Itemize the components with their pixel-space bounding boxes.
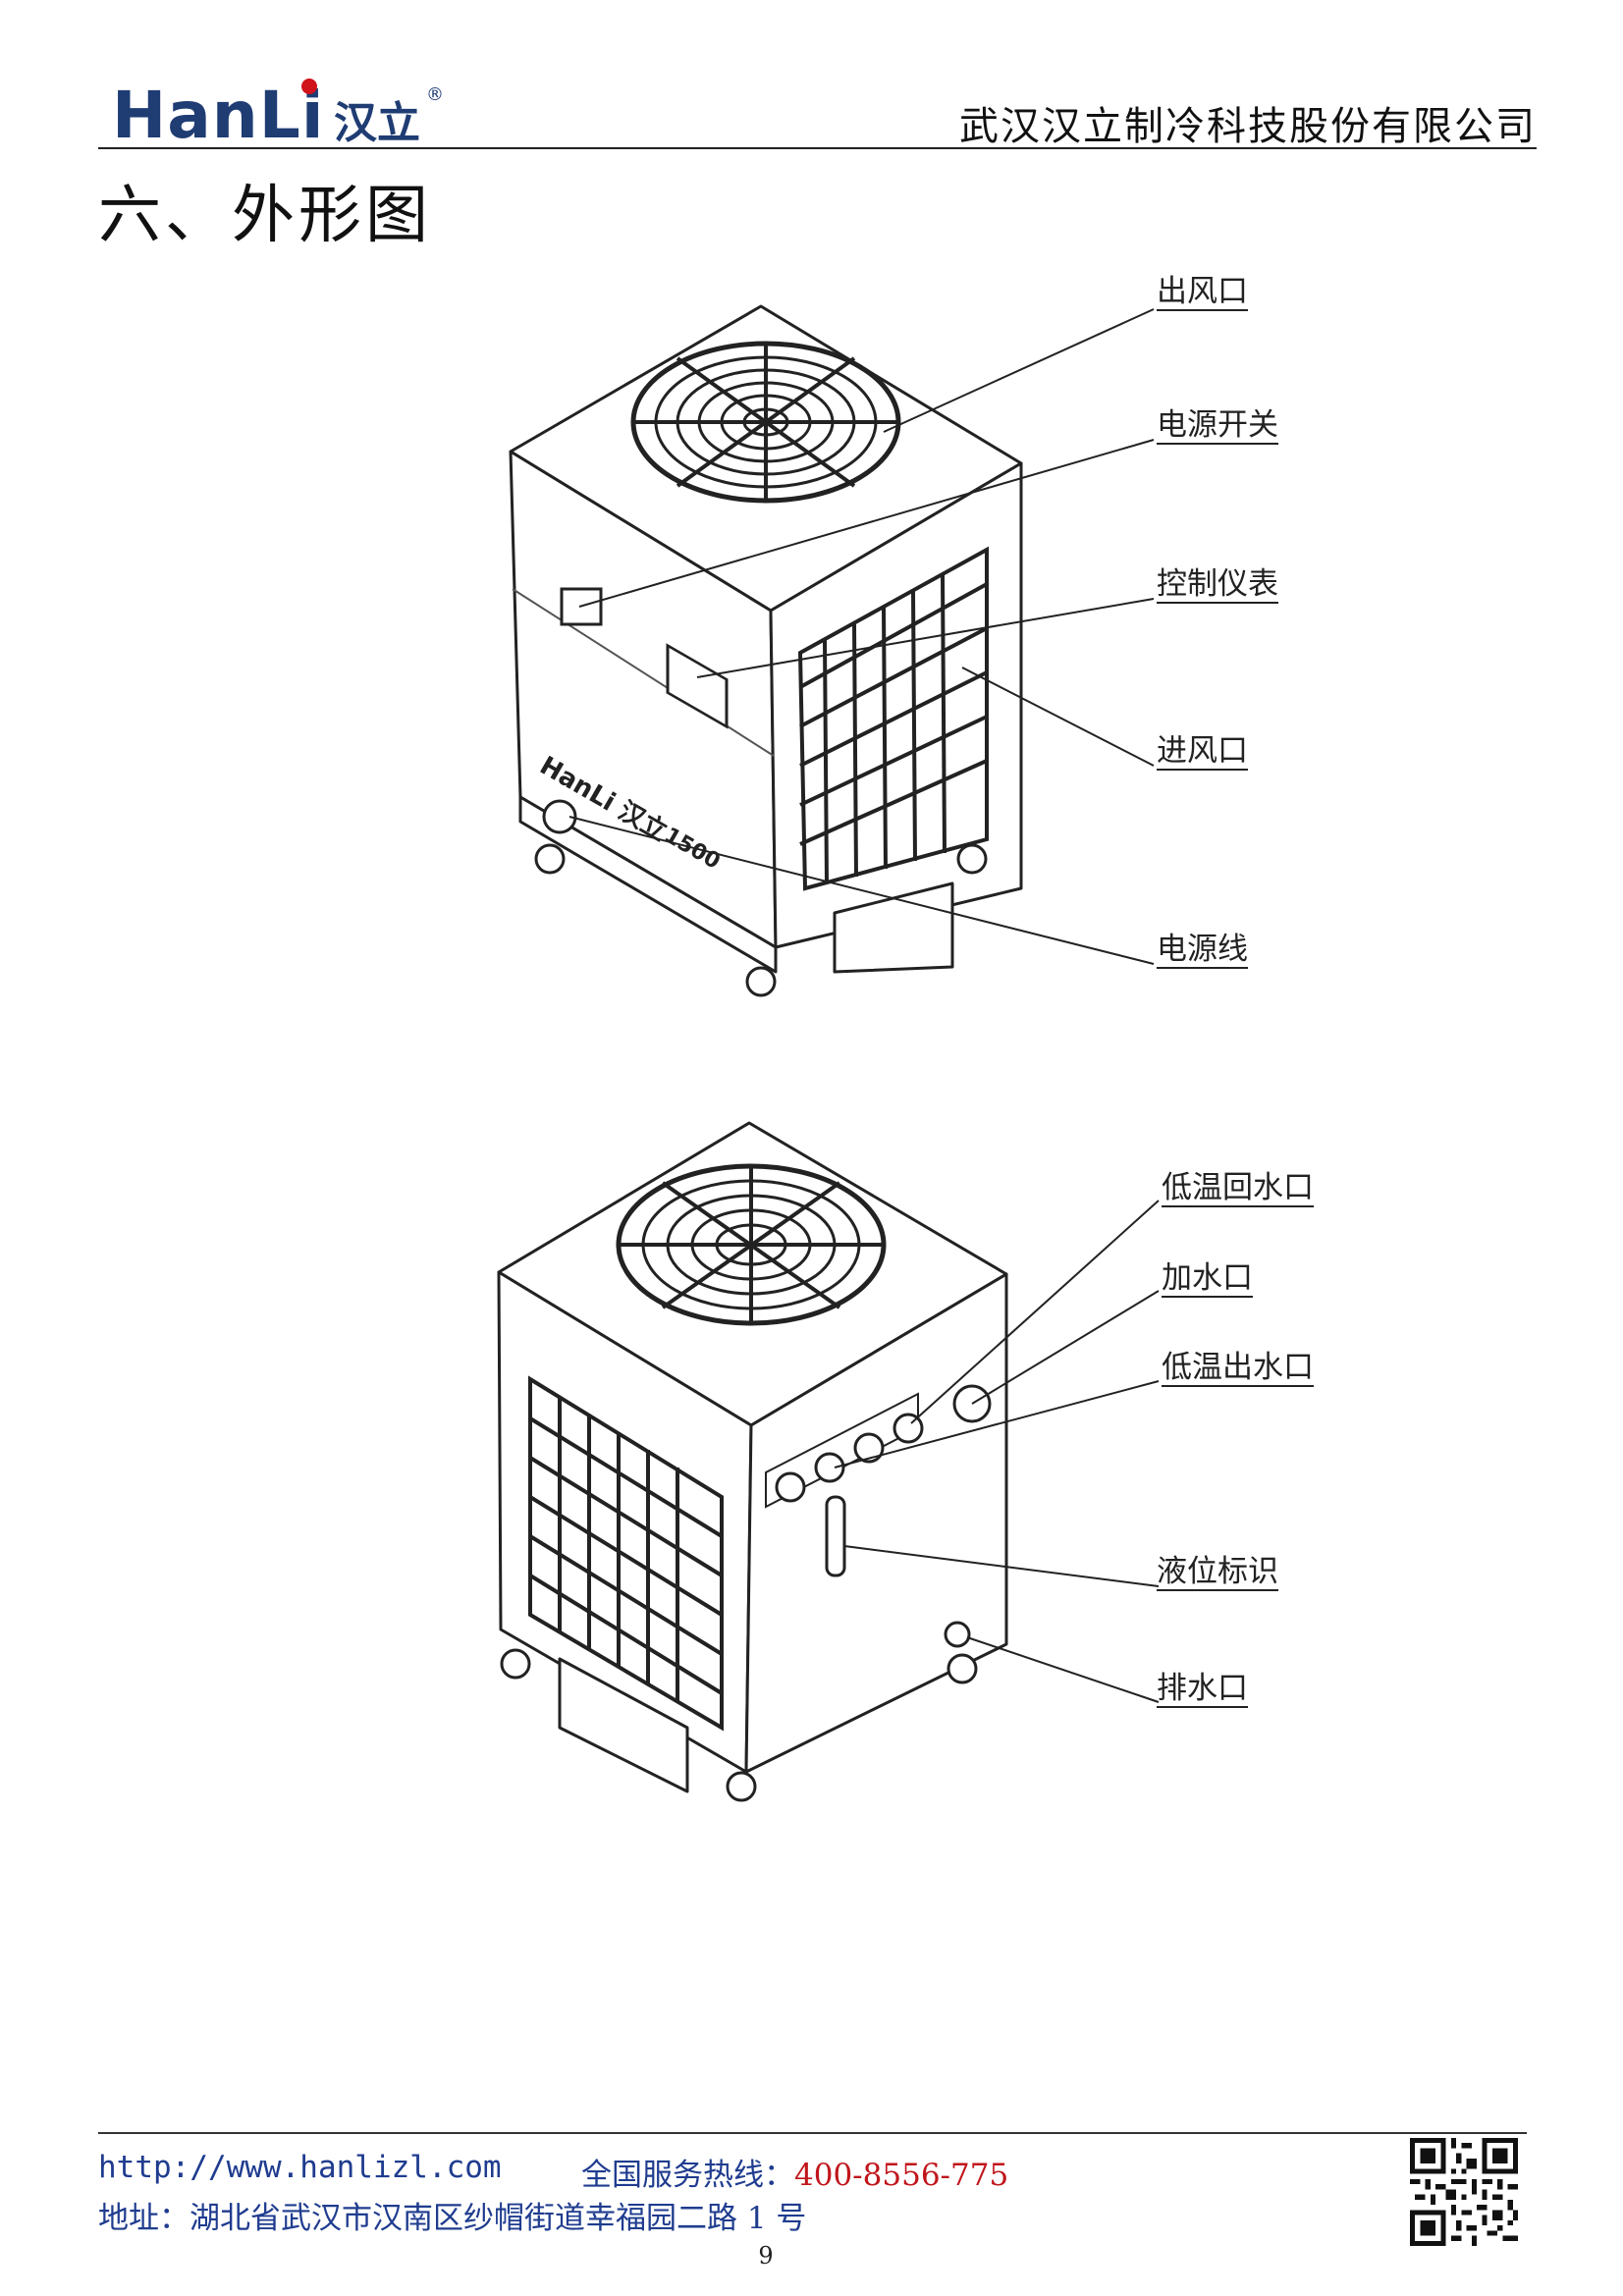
callout-power-cord: 电源线 xyxy=(1157,932,1248,969)
callout-air-inlet: 进风口 xyxy=(1157,733,1248,771)
footer-website-link[interactable]: http://www.hanlizl.com xyxy=(98,2150,502,2185)
footer-hotline: 全国服务热线：400-8556-775 xyxy=(581,2150,1008,2194)
logo-wordmark: HanLi xyxy=(112,78,324,151)
rear-view-drawing xyxy=(497,1121,1160,1802)
callout-water-fill: 加水口 xyxy=(1162,1260,1253,1298)
footer-divider xyxy=(98,2132,1527,2134)
page-number: 9 xyxy=(758,2242,774,2269)
qr-code-icon xyxy=(1410,2138,1518,2246)
company-name: 武汉汉立制冷科技股份有限公司 xyxy=(959,104,1537,149)
company-logo: HanLi 汉立 ® xyxy=(112,78,444,151)
callout-drain: 排水口 xyxy=(1157,1671,1248,1708)
logo-red-dot xyxy=(301,79,317,94)
callout-level-indicator: 液位标识 xyxy=(1157,1554,1278,1591)
section-title: 六、外形图 xyxy=(98,180,432,252)
callout-air-outlet: 出风口 xyxy=(1157,274,1248,311)
footer-address: 地址：湖北省武汉市汉南区纱帽街道幸福园二路 1 号 xyxy=(98,2201,807,2236)
controller-drawing xyxy=(666,643,729,729)
air-inlet-grille-rear xyxy=(528,1375,724,1732)
callout-power-switch: 电源开关 xyxy=(1157,407,1278,445)
callout-controller: 控制仪表 xyxy=(1157,566,1278,604)
front-view-drawing: HanLi 汉立 1500 xyxy=(509,304,1155,997)
callout-low-temp-outlet: 低温出水口 xyxy=(1162,1350,1314,1387)
hotline-number: 400-8556-775 xyxy=(794,2158,1009,2193)
air-inlet-grille xyxy=(797,546,989,891)
header-divider xyxy=(98,147,1537,149)
hotline-label: 全国服务热线： xyxy=(581,2158,794,2193)
callout-low-temp-return: 低温回水口 xyxy=(1162,1170,1314,1207)
logo-chinese: 汉立 xyxy=(334,98,420,148)
power-cable-gland xyxy=(542,799,577,834)
logo-registered-mark: ® xyxy=(426,84,444,105)
